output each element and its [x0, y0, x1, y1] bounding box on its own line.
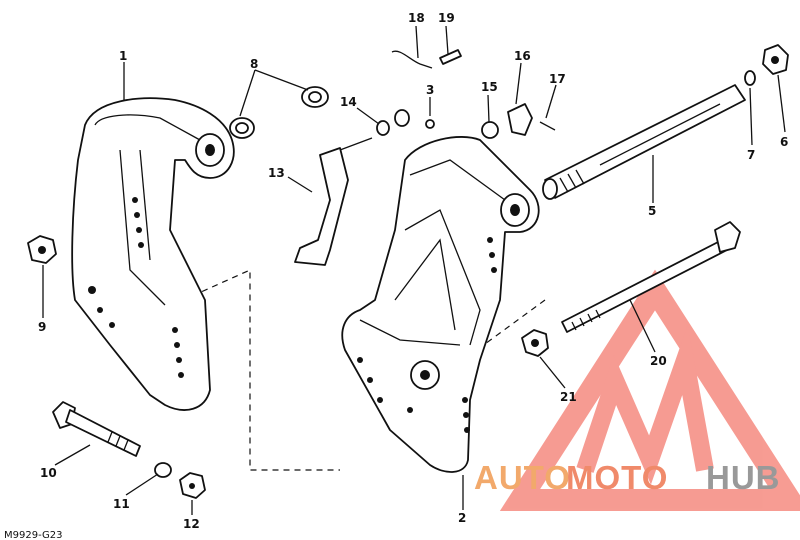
part-14-bushing	[376, 120, 390, 136]
callout-9: 9	[38, 320, 46, 334]
assembly-line-left	[171, 269, 340, 471]
callout-3: 3	[426, 83, 434, 97]
part-8-washers	[229, 86, 329, 139]
part-2-right-clamp-bracket	[341, 136, 540, 473]
part-19-pin	[439, 49, 462, 65]
callout-5: 5	[648, 204, 656, 218]
part-20-long-bolt	[561, 221, 741, 333]
callout-17: 17	[549, 72, 566, 86]
part-10-bolt	[52, 401, 141, 457]
leader-lines	[42, 25, 786, 515]
part-15-bushing	[481, 121, 499, 139]
part-7-washer	[744, 70, 756, 86]
figure-code: M9929-G23	[4, 530, 63, 540]
part-1-left-clamp-bracket	[71, 97, 235, 411]
watermark-hub: HUB	[706, 459, 781, 496]
callout-18: 18	[408, 11, 425, 25]
watermark-moto: MOTO	[566, 459, 668, 496]
part-9-nut	[27, 235, 57, 264]
callout-7: 7	[747, 148, 755, 162]
part-6-nut	[762, 44, 789, 75]
watermark-auto: AUTO	[474, 459, 571, 496]
callout-19: 19	[438, 11, 455, 25]
callout-13: 13	[268, 166, 285, 180]
callout-20: 20	[650, 354, 667, 368]
part-11-washer	[154, 462, 172, 478]
part-21-nut	[521, 329, 549, 357]
callout-16: 16	[514, 49, 531, 63]
part-3-screw	[394, 109, 435, 129]
callout-6: 6	[780, 135, 788, 149]
part-18-spring	[391, 50, 433, 69]
part-16-cam	[507, 103, 533, 136]
callout-10: 10	[40, 466, 57, 480]
callout-11: 11	[113, 497, 130, 511]
watermark-logo	[499, 269, 800, 511]
callout-8: 8	[250, 57, 258, 71]
part-13-lever	[294, 137, 373, 266]
callout-15: 15	[481, 80, 498, 94]
part-17-pin	[539, 121, 556, 131]
part-12-nut	[179, 472, 206, 499]
callout-14: 14	[340, 95, 357, 109]
part-5-tilt-tube	[542, 84, 746, 200]
callout-21: 21	[560, 390, 577, 404]
callout-labels: 1 2 3 5 6 7 8 9 10 11 12 13 14 15 16 17 …	[38, 11, 788, 531]
callout-12: 12	[183, 517, 200, 531]
callout-2: 2	[458, 511, 466, 525]
callout-1: 1	[119, 49, 127, 63]
watermark-text: AUTO MOTO HUB	[474, 459, 781, 496]
